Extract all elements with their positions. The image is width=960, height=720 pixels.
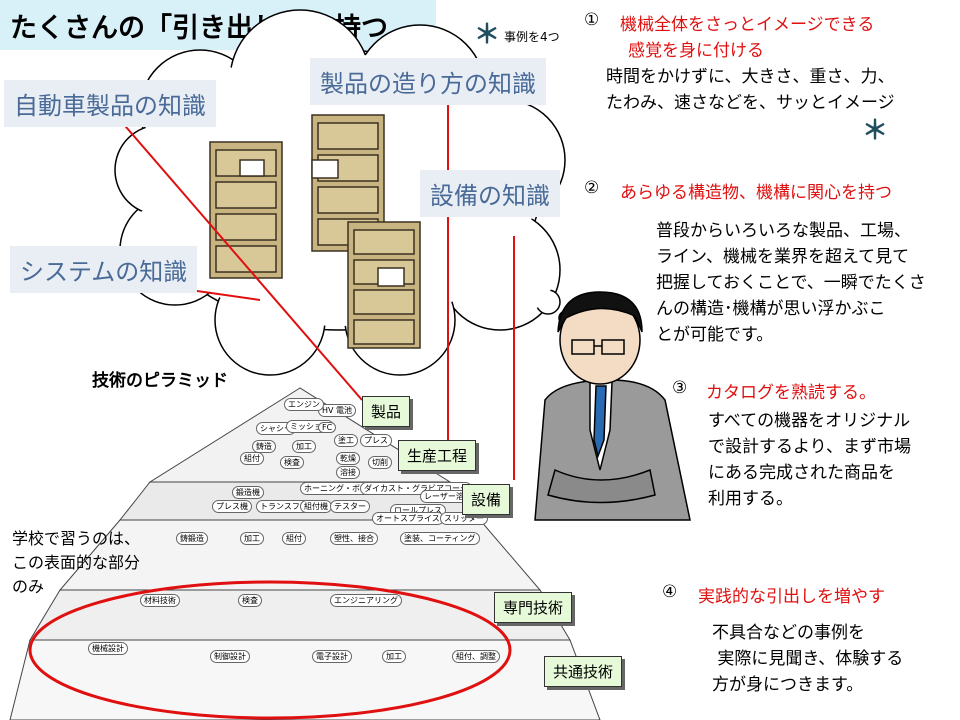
pyramid-node-label: 電子設計	[312, 650, 352, 663]
pyramid-node-label: テスター	[330, 500, 370, 513]
point-3-number: ③	[672, 378, 688, 398]
pyramid-node-label: 組付	[240, 452, 264, 465]
point-3-body-line-4: 利用する。	[708, 489, 793, 509]
point-2-body-line-2: ライン、機械を業界を超えて見て	[656, 247, 910, 267]
pyramid-node-label: 加工	[292, 440, 316, 453]
point-1-body-line-1: 時間をかけずに、大きさ、重さ、力、	[606, 67, 895, 87]
pyramid-node-label: 塗装、コーティング	[400, 532, 480, 545]
pyramid-node-label: 組付	[282, 532, 306, 545]
knowledge-box-equipment: 設備の知識	[420, 170, 560, 217]
pyramid-node-label: 組付機	[300, 500, 332, 513]
pyramid-node-label: 検査	[280, 456, 304, 469]
pyramid-node-label: 組付、調整	[452, 650, 500, 663]
pyramid-node-label: 塑性、接合	[330, 532, 378, 545]
point-3-body-line-3: にある完成された商品を	[708, 463, 895, 483]
tag-product: 製品	[362, 396, 411, 427]
examples-note: 事例を4つ	[504, 30, 560, 44]
filing-cabinet-icon	[347, 221, 421, 349]
point-4-body-line-3: 方が身につきます。	[712, 675, 864, 695]
pyramid-node-label: レーザー溶接	[420, 490, 476, 503]
asterisk-icon: ＊	[474, 20, 501, 50]
pyramid-node-label: エンジン	[284, 398, 324, 411]
pyramid-node-label: 材料技術	[140, 594, 180, 607]
pyramid-node-label: 制御設計	[210, 650, 250, 663]
point-2-body-line-1: 普段からいろいろな製品、工場、	[656, 221, 911, 241]
point-1-body-line-2: たわみ、速さなどを、サッとイメージ	[606, 93, 895, 113]
point-2-body-line-4: んの構造･機構が思い浮かぶこ	[656, 299, 886, 319]
point-2-heading: あらゆる構造物、機構に関心を持つ	[620, 183, 892, 203]
knowledge-box-system: システムの知識	[10, 246, 198, 293]
tag-equipment: 設備	[462, 484, 511, 515]
pyramid-node-label: 切削	[368, 456, 392, 469]
point-4-body-line-2: 実際に見聞き、体験する	[712, 649, 904, 669]
filing-cabinet-icon	[209, 141, 283, 279]
school-note-line-2: この表面的な部分	[12, 553, 141, 572]
point-2-number: ②	[584, 178, 600, 198]
knowledge-box-manufacturing: 製品の造り方の知識	[310, 58, 546, 105]
point-3-body-line-1: すべての機器をオリジナル	[708, 411, 911, 431]
pyramid-node-label: プレス	[360, 434, 392, 447]
school-note-line-3: のみ	[12, 577, 45, 596]
point-4-heading: 実践的な引出しを増やす	[698, 587, 885, 607]
school-note-line-1: 学校で習うのは、	[12, 529, 141, 548]
pyramid-node-label: 塗工	[334, 434, 358, 447]
pyramid-title: 技術のピラミッド	[92, 371, 228, 391]
point-3-heading: カタログを熟読する。	[706, 383, 876, 403]
pyramid-node-label: オートスプライス	[372, 512, 444, 525]
pyramid-node-label: 乾燥	[336, 452, 360, 465]
point-2-body-line-5: とが可能です。	[656, 325, 774, 345]
pyramid-node-label: 鋳造	[252, 440, 276, 453]
pyramid-node-label: プレス機	[212, 500, 252, 513]
pyramid-node-label: FC	[318, 422, 337, 433]
point-4-number: ④	[662, 582, 678, 602]
tag-process: 生産工程	[398, 440, 477, 471]
pyramid-node-label: 鋳鍛造	[176, 532, 208, 545]
pyramid-node-label: 加工	[382, 650, 406, 663]
pyramid-node-label: 検査	[238, 594, 262, 607]
pyramid-node-label: 溶接	[336, 466, 360, 479]
asterisk-icon: ＊	[862, 116, 889, 146]
point-1-heading-line-1: 機械全体をさっとイメージできる	[620, 15, 875, 35]
point-4-body-line-1: 不具合などの事例を	[712, 623, 865, 643]
point-1-heading-line-2: 感覚を身に付ける	[628, 41, 764, 61]
common-tech-highlight-ellipse	[28, 580, 512, 720]
title-banner	[0, 0, 436, 50]
pyramid-node-label: 加工	[240, 532, 264, 545]
pyramid-node-label: 機械設計	[88, 642, 128, 655]
point-2-body-line-3: 把握しておくことで、一瞬でたくさ	[656, 273, 926, 293]
tag-common: 共通技術	[544, 656, 623, 687]
pyramid-node-label: エンジニアリング	[330, 594, 402, 607]
point-3-body-line-2: で設計するより、まず市場	[708, 437, 911, 457]
point-1-number: ①	[584, 10, 600, 30]
knowledge-box-auto: 自動車製品の知識	[4, 80, 216, 127]
pyramid-node-label: 鍛造機	[232, 486, 264, 499]
tag-specialist: 専門技術	[494, 592, 573, 623]
thinking-person-illustration	[534, 291, 691, 521]
